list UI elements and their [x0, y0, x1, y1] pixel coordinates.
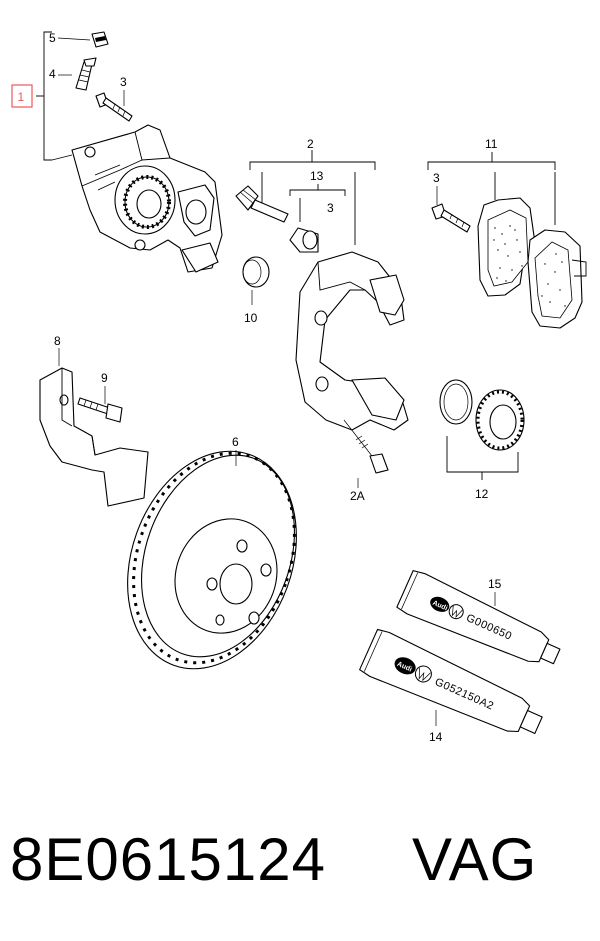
callout-10[interactable]: 10 [244, 311, 258, 325]
callout-3-pads[interactable]: 3 [433, 171, 440, 185]
bleed-screw-4 [75, 57, 97, 91]
part-number: 8E0615124 [10, 826, 326, 893]
group-bracket-2 [249, 150, 376, 245]
callout-3-caliper[interactable]: 3 [120, 75, 127, 89]
callout-13[interactable]: 13 [310, 169, 324, 183]
brake-disc-6 [127, 450, 297, 670]
caliper-carrier-2 [295, 251, 409, 431]
callout-2A[interactable]: 2A [350, 489, 365, 503]
callout-8[interactable]: 8 [54, 334, 61, 348]
callout-1: 1 [18, 90, 25, 104]
brake-pad-inner [477, 197, 537, 297]
guide-bolt-3 [95, 92, 133, 122]
callout-11[interactable]: 11 [485, 137, 498, 151]
carrier-bolt-2A [343, 419, 389, 474]
grease-tube-14: Audi G052150A2 [359, 628, 543, 734]
callout-15[interactable]: 15 [488, 577, 502, 591]
bolt-9 [77, 397, 123, 423]
cover-cap-10 [242, 256, 270, 288]
callout-2[interactable]: 2 [307, 137, 314, 151]
seal-kit-12 [439, 379, 525, 451]
heat-shield-bracket-8 [39, 367, 149, 507]
guide-bushing-13 [289, 227, 319, 253]
guide-pin [235, 185, 289, 223]
callout-4[interactable]: 4 [49, 67, 56, 81]
callout-12[interactable]: 12 [475, 487, 489, 501]
pad-bolt-3 [431, 203, 471, 233]
group-bracket-12 [446, 436, 519, 480]
callout-9[interactable]: 9 [101, 371, 108, 385]
brake-caliper [71, 124, 223, 273]
group-bracket-13 [289, 184, 346, 222]
group-bracket-11 [427, 152, 556, 225]
callout-3-guide[interactable]: 3 [327, 201, 334, 215]
brand-name: VAG [412, 826, 538, 893]
grease-tube-15: Audi G000650 [396, 570, 561, 665]
callout-6[interactable]: 6 [232, 435, 239, 449]
callout-14[interactable]: 14 [429, 730, 443, 744]
callout-5[interactable]: 5 [49, 31, 56, 45]
brake-pad-outer [527, 229, 587, 329]
dust-cap-5 [91, 31, 109, 48]
group-bracket-1 [36, 31, 73, 161]
callout-1-highlight[interactable]: 1 [11, 84, 33, 108]
